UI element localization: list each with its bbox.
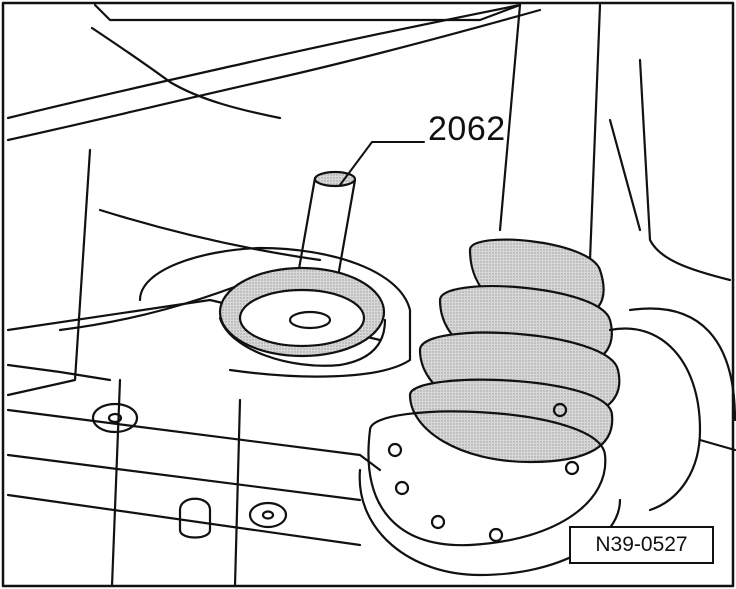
cv-boot	[408, 238, 621, 464]
left-housing-rib-2	[58, 283, 242, 332]
cover-vertical-2	[233, 398, 242, 588]
flange-bolt-3	[430, 514, 446, 530]
bracket-inner	[608, 118, 642, 232]
housing-contour-a	[90, 26, 282, 120]
flange-bolt-2	[394, 480, 410, 496]
flange-bolt-4	[488, 527, 504, 543]
hub-top	[628, 307, 736, 422]
hose-upper	[6, 3, 522, 120]
driveshaft-right	[588, 3, 602, 262]
flange-bolt-1	[387, 442, 403, 458]
cover-vertical-1	[110, 378, 122, 588]
bolt-head-left	[91, 402, 139, 434]
boot-fold-4	[408, 378, 614, 464]
flange-lower-edge	[218, 316, 387, 367]
cover-small-rib	[6, 363, 112, 382]
figure-id-label: N39-0527	[569, 526, 714, 564]
tool-top-face	[313, 170, 357, 188]
tool-base	[288, 310, 332, 330]
left-housing-edge	[6, 148, 92, 397]
bolt-center-left	[107, 412, 123, 424]
tool-callout-label: 2062	[428, 110, 506, 148]
hub-edge	[698, 438, 736, 452]
cover-rib-1	[6, 453, 362, 502]
stud	[178, 497, 212, 539]
driveshaft-left	[498, 3, 522, 232]
bolt-center-lower	[261, 510, 275, 520]
cover-mid-edge	[6, 408, 382, 472]
hub-inner	[608, 327, 702, 512]
left-housing-rib	[98, 208, 322, 262]
bolt-head-lower	[248, 501, 288, 529]
bracket-right	[638, 58, 732, 282]
flange-bolt-6	[552, 402, 568, 418]
flange-bolt-5	[564, 460, 580, 476]
boss-housing	[138, 246, 412, 378]
output-flange	[367, 410, 607, 547]
housing-top-edge	[93, 3, 522, 22]
cover-rib-2	[6, 493, 362, 547]
callout-leader	[339, 141, 425, 186]
hose-lower	[6, 8, 542, 142]
